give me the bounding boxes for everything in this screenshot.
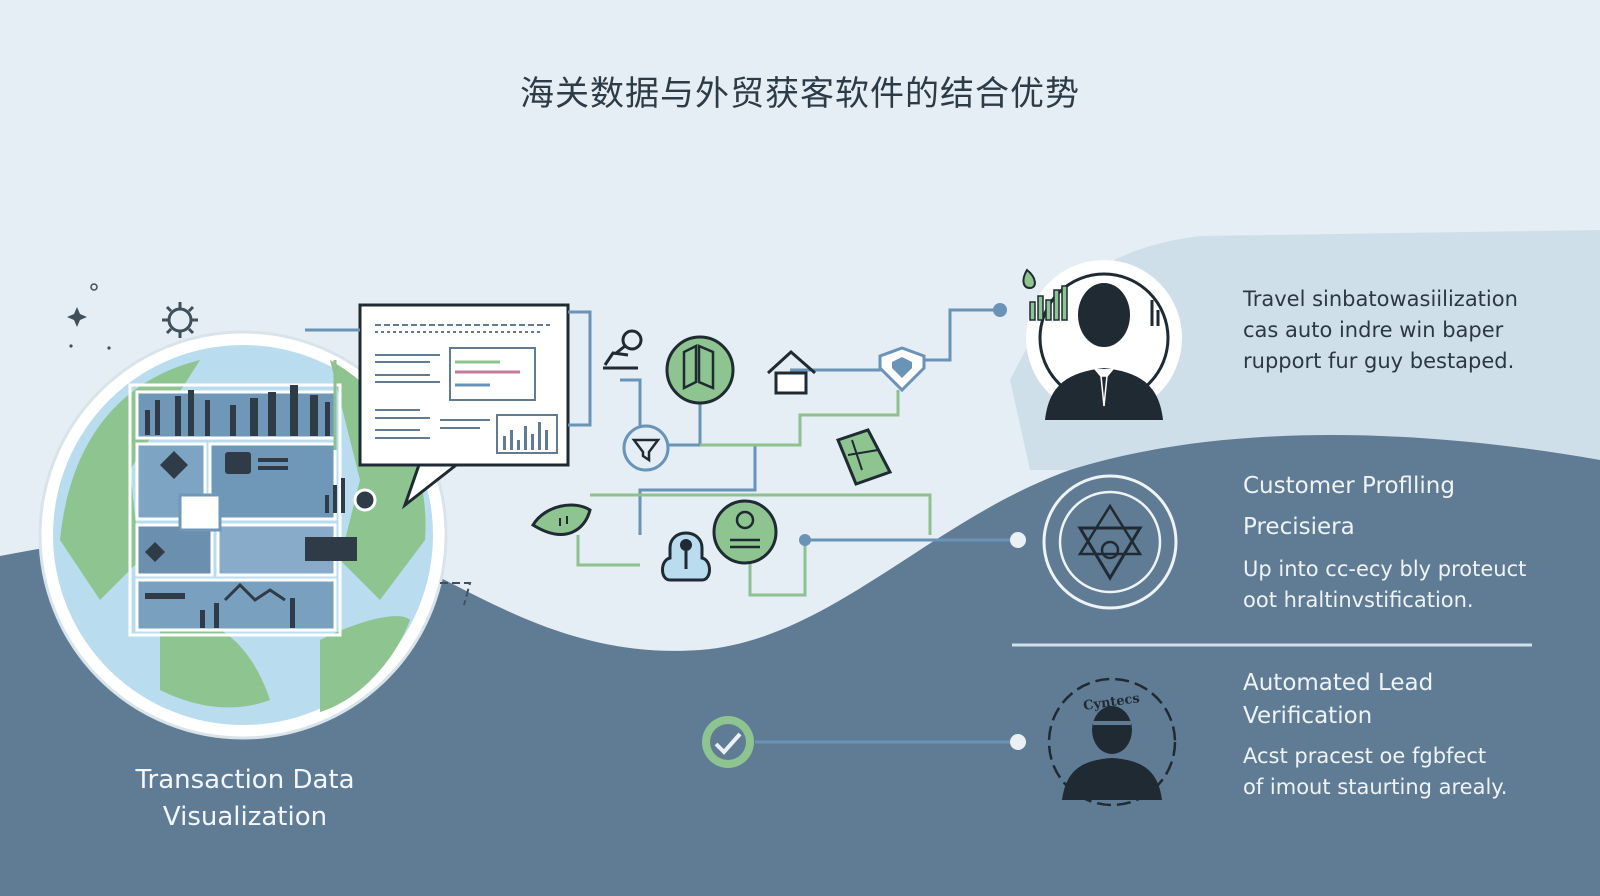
gear-icon	[162, 302, 198, 338]
map-icon	[665, 335, 735, 405]
verified-person-icon: Cyntecs	[1047, 677, 1177, 807]
target-icon	[1042, 474, 1178, 610]
feature-1-text: Travel sinbatowasiilization cas auto ind…	[1243, 284, 1518, 377]
document-chart-icon	[358, 303, 570, 510]
background-wave	[0, 435, 1600, 896]
home-icon	[766, 349, 816, 395]
leaf-icon	[530, 503, 592, 536]
globe-caption: Transaction Data Visualization	[90, 762, 400, 836]
feature-2-line-2: oot hraltinvstification.	[1243, 588, 1474, 612]
shield-icon	[878, 346, 926, 393]
feature-3-line-1: Acst pracest oe fgbfect	[1243, 744, 1487, 768]
checkmark-icon	[702, 716, 754, 768]
feature-3-heading-2: Verification	[1243, 703, 1373, 729]
person-icon	[712, 499, 778, 565]
feature-3-text: Automated Lead Verification Acst pracest…	[1243, 667, 1507, 803]
globe-caption-line-1: Transaction Data	[135, 765, 355, 795]
feature-1-line-2: cas auto indre win baper	[1243, 318, 1504, 342]
dashboard-icon	[128, 383, 472, 637]
person-search-icon	[603, 329, 643, 370]
funnel-icon	[622, 424, 670, 472]
feature-3-heading: Automated Lead	[1243, 670, 1434, 696]
globe-caption-line-2: Visualization	[162, 802, 328, 832]
feature-2-line-1: Up into cc-ecy bly proteuct	[1243, 557, 1527, 581]
feature-2-text: Customer Proflling Precisiera Up into cc…	[1243, 470, 1526, 616]
profile-icon	[661, 531, 711, 582]
businessman-avatar-icon	[1022, 260, 1182, 420]
page-title: 海关数据与外贸获客软件的结合优势	[520, 74, 1080, 114]
sparkle-icon	[67, 283, 111, 350]
feature-1-line-1: Travel sinbatowasiilization	[1243, 287, 1518, 311]
feature-1-line-3: rupport fur guy bestaped.	[1243, 349, 1515, 373]
feature-2-subheading: Precisiera	[1243, 514, 1355, 540]
folded-map-icon	[836, 428, 893, 486]
feature-2-heading: Customer Proflling	[1243, 473, 1455, 499]
network-nodes	[799, 303, 1026, 750]
feature-3-line-2: of imout staurting arealy.	[1243, 775, 1508, 799]
